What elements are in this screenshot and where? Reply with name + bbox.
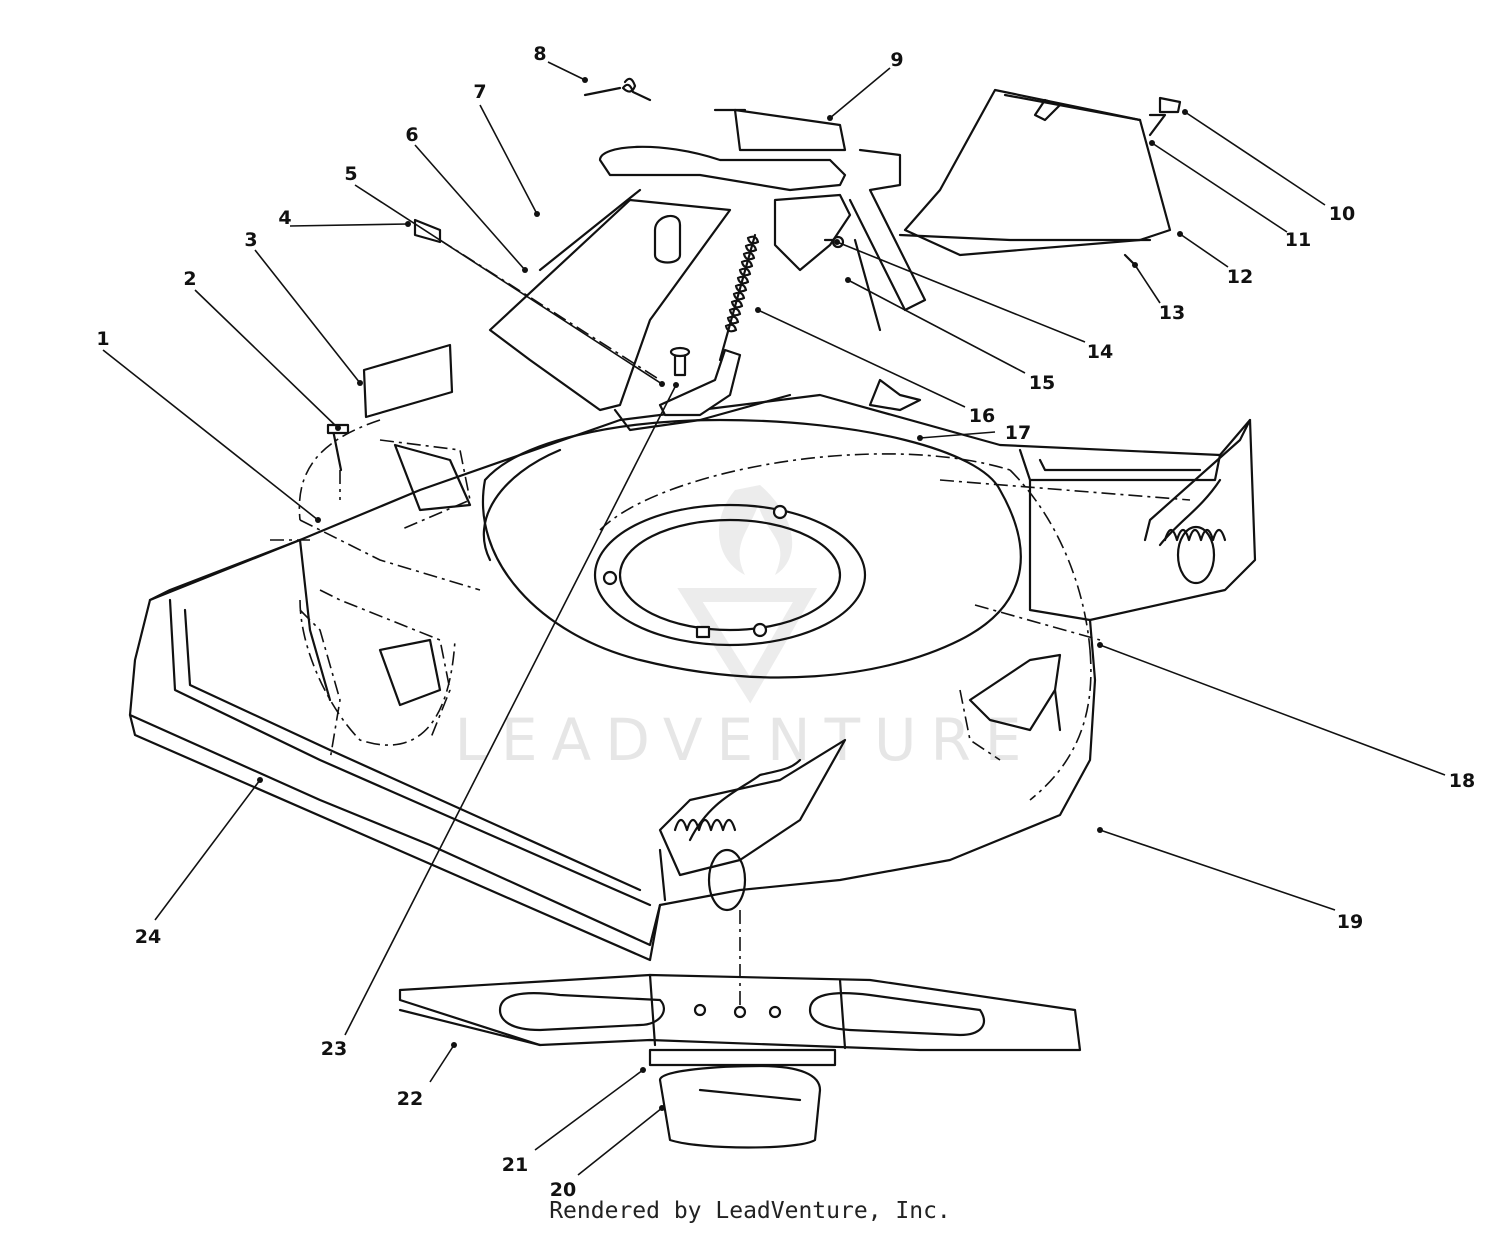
callout-21: 21 xyxy=(502,1154,528,1176)
footer-credit: Rendered by LeadVenture, Inc. xyxy=(549,1198,951,1224)
mower-blade xyxy=(398,973,1082,1052)
callout-15: 15 xyxy=(1029,372,1055,394)
discharge-cover xyxy=(488,188,792,432)
callout-10: 10 xyxy=(1329,203,1355,225)
callout-labels: 1 2 3 4 5 6 7 8 9 10 11 12 13 14 15 16 1… xyxy=(96,43,1475,1201)
callout-9: 9 xyxy=(890,49,903,71)
mower-deck-housing xyxy=(128,393,1257,962)
callout-16: 16 xyxy=(969,405,995,427)
watermark-text: LEADVENTURE xyxy=(455,706,1036,774)
callout-8: 8 xyxy=(533,43,546,65)
callout-1: 1 xyxy=(96,328,109,350)
callout-3: 3 xyxy=(244,229,257,251)
callout-5: 5 xyxy=(344,163,357,185)
assembly-lines xyxy=(270,239,1191,1010)
callout-7: 7 xyxy=(473,81,486,103)
callout-2: 2 xyxy=(183,268,196,290)
callout-23: 23 xyxy=(321,1038,347,1060)
callout-22: 22 xyxy=(397,1088,423,1110)
callout-19: 19 xyxy=(1337,911,1363,933)
callout-24: 24 xyxy=(135,926,161,948)
spring-latch xyxy=(658,233,760,417)
callout-leaders xyxy=(102,61,1446,1176)
callout-6: 6 xyxy=(405,124,418,146)
callout-13: 13 xyxy=(1159,302,1185,324)
callout-17: 17 xyxy=(1005,422,1031,444)
callout-12: 12 xyxy=(1227,266,1253,288)
grass-bag-frame xyxy=(898,88,1182,267)
callout-4: 4 xyxy=(278,207,291,229)
callout-20: 20 xyxy=(550,1179,576,1201)
callout-14: 14 xyxy=(1087,341,1113,363)
watermark: LEADVENTURE xyxy=(455,485,1036,774)
callout-18: 18 xyxy=(1449,770,1475,792)
blade-adapter xyxy=(648,1048,837,1149)
callout-11: 11 xyxy=(1285,229,1311,251)
